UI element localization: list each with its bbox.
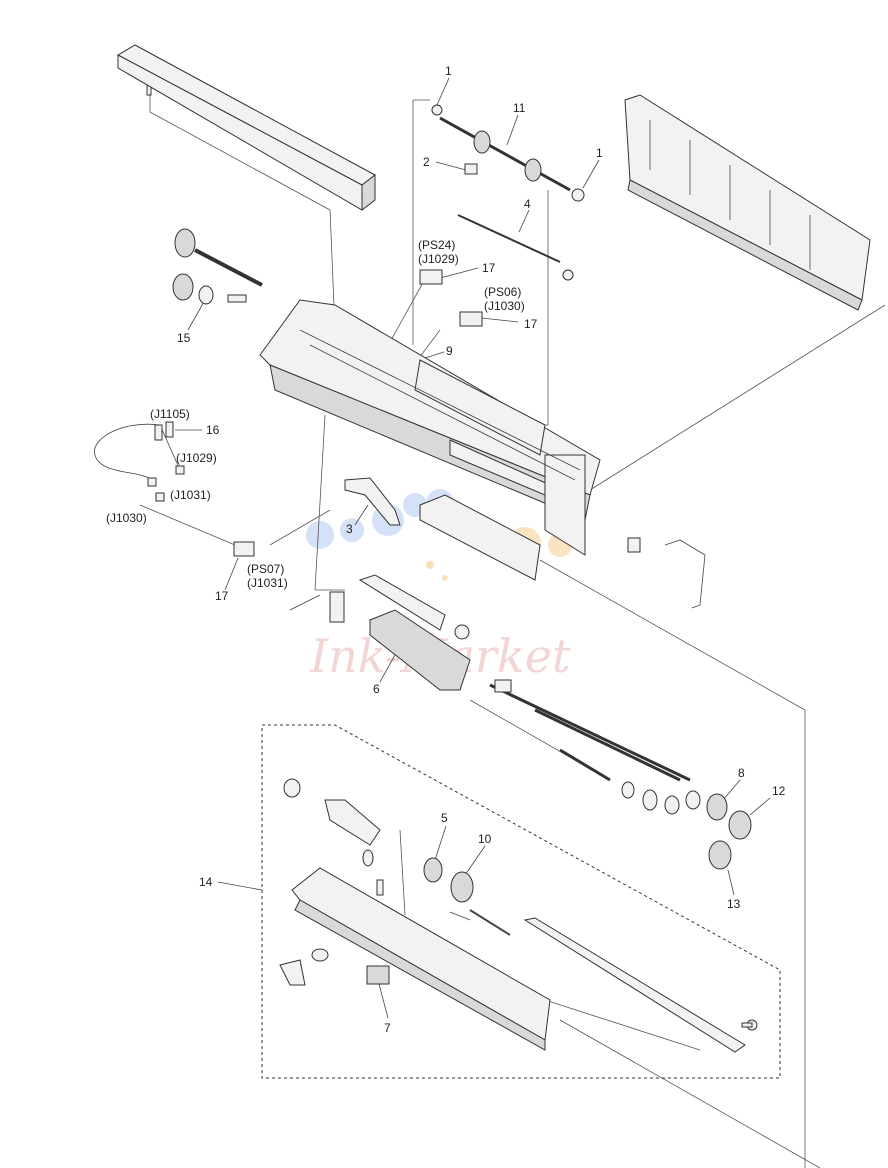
label-j1031-bottom: (J1031) xyxy=(247,576,288,590)
callout-5: 5 xyxy=(441,811,448,825)
callout-17b: 17 xyxy=(524,317,538,331)
callout-6: 6 xyxy=(373,682,380,696)
callout-14: 14 xyxy=(199,875,213,889)
shafts-right xyxy=(489,679,691,782)
callout-11: 11 xyxy=(513,101,526,115)
callout-4: 4 xyxy=(524,197,531,211)
callout-9: 9 xyxy=(446,344,453,358)
label-j1029-left: (J1029) xyxy=(176,451,217,465)
lever-3 xyxy=(344,477,401,526)
rod-4 xyxy=(457,214,574,281)
callout-7: 7 xyxy=(384,1021,391,1035)
callout-8: 8 xyxy=(738,766,745,780)
sensor-ps06 xyxy=(459,311,483,327)
callout-1a: 1 xyxy=(445,64,452,78)
callout-13: 13 xyxy=(727,897,741,911)
right-clip xyxy=(627,537,706,609)
label-j1029-top: (J1029) xyxy=(418,252,459,266)
label-ps07: (PS07) xyxy=(247,562,284,576)
assembly-14-parts xyxy=(279,778,758,1053)
callout-17a: 17 xyxy=(482,261,496,275)
callout-15: 15 xyxy=(177,331,191,345)
callout-10: 10 xyxy=(478,832,492,846)
label-j1030-top: (J1030) xyxy=(484,299,525,313)
assembly-14-box xyxy=(261,724,781,1079)
callout-12: 12 xyxy=(772,784,786,798)
callout-3: 3 xyxy=(346,522,353,536)
callout-16: 16 xyxy=(206,423,220,437)
label-j1031-left: (J1031) xyxy=(170,488,211,502)
plate-6 xyxy=(289,574,471,691)
roller-15 xyxy=(172,228,263,305)
roller-shaft-11 xyxy=(431,104,585,202)
callout-labels: 1 11 2 1 4 (PS24) (J1029) 17 (PS06) (J10… xyxy=(106,64,786,1035)
sensor-ps24 xyxy=(419,269,443,285)
label-j1030-left: (J1030) xyxy=(106,511,147,525)
callout-2: 2 xyxy=(423,155,430,169)
main-frame xyxy=(259,299,601,556)
top-right-guide xyxy=(624,94,871,311)
roller-group xyxy=(621,781,752,870)
label-ps24: (PS24) xyxy=(418,238,455,252)
callout-17c: 17 xyxy=(215,589,229,603)
callout-1b: 1 xyxy=(596,146,603,160)
label-ps06: (PS06) xyxy=(484,285,521,299)
callout-lines xyxy=(175,77,771,1019)
mid-bracket xyxy=(419,494,541,581)
wire-harness-16 xyxy=(94,421,185,502)
top-left-plate xyxy=(116,44,376,212)
sensor-ps07 xyxy=(233,541,255,557)
label-j1105: (J1105) xyxy=(150,407,190,421)
